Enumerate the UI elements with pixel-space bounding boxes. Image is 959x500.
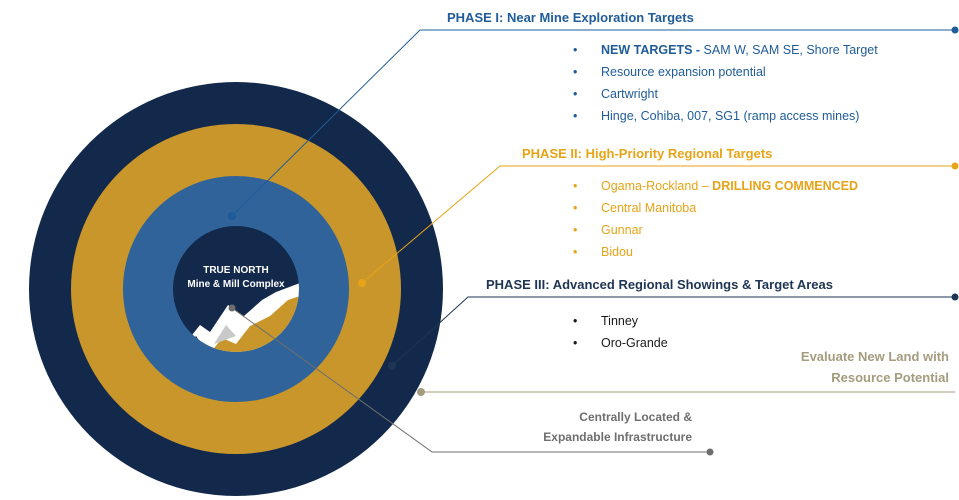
phase1-item-text: SAM W, SAM SE, Shore Target (700, 43, 878, 57)
center-label: TRUE NORTH Mine & Mill Complex (180, 264, 292, 292)
phase1-leader-end-dot (951, 26, 959, 34)
phase2-item-text: Central Manitoba (601, 201, 697, 215)
center-label-line1: TRUE NORTH (203, 265, 269, 276)
phase2-item-text: Bidou (601, 245, 633, 259)
phase1-item: • NEW TARGETS - SAM W, SAM SE, Shore Tar… (573, 39, 878, 61)
phase1-item: • Hinge, Cohiba, 007, SG1 (ramp access m… (573, 105, 878, 127)
phase3-item-text: Oro-Grande (601, 336, 668, 350)
phase2-item: • Central Manitoba (573, 197, 858, 219)
center-label-line2: Mine & Mill Complex (187, 279, 285, 290)
phase2-item-text: Gunnar (601, 223, 643, 237)
target-rings (29, 82, 443, 496)
land-potential-note: Evaluate New Land with Resource Potentia… (801, 346, 949, 388)
phase1-item-text: Cartwright (601, 87, 658, 101)
infra-note-line2: Expandable Infrastructure (543, 430, 692, 444)
phase3-leader-end-dot (951, 293, 959, 301)
phase3-item: • Tinney (573, 310, 668, 332)
infra-leader-dot (228, 304, 236, 312)
land-note-line1: Evaluate New Land with (800, 349, 949, 364)
phase1-list: • NEW TARGETS - SAM W, SAM SE, Shore Tar… (573, 39, 878, 127)
phase1-item: • Resource expansion potential (573, 61, 878, 83)
phase1-title: PHASE I: Near Mine Exploration Targets (447, 10, 694, 25)
phase1-item-text: Hinge, Cohiba, 007, SG1 (ramp access min… (601, 109, 860, 123)
phase1-leader-line (231, 29, 955, 217)
bullet-icon: • (573, 314, 578, 328)
bullet-icon: • (573, 223, 578, 237)
bullet-icon: • (573, 179, 578, 193)
phase2-leader-end-dot (951, 162, 959, 170)
infra-leader-end-dot (706, 448, 714, 456)
bullet-icon: • (573, 43, 578, 57)
infra-leader-line (231, 307, 710, 453)
bullet-icon: • (573, 65, 578, 79)
phase3-title: PHASE III: Advanced Regional Showings & … (486, 277, 833, 292)
phase3-list: • Tinney • Oro-Grande (573, 310, 668, 354)
infra-note-line1: Centrally Located & (579, 410, 692, 424)
phase3-item-text: Tinney (601, 314, 639, 328)
bullet-icon: • (573, 336, 578, 350)
phase2-leader-line (361, 165, 955, 284)
phase1-item: • Cartwright (573, 83, 878, 105)
infrastructure-note: Centrally Located & Expandable Infrastru… (500, 407, 692, 447)
bullet-icon: • (573, 245, 578, 259)
bullet-icon: • (573, 109, 578, 123)
land-note-line2: Resource Potential (831, 370, 949, 385)
phase2-leader-dot (358, 279, 366, 287)
phase1-item-text: Resource expansion potential (601, 65, 766, 79)
leader-lines (228, 26, 959, 456)
phase2-item: • Bidou (573, 241, 858, 263)
phase1-leader-dot (228, 212, 236, 220)
bullet-icon: • (573, 201, 578, 215)
phase3-item: • Oro-Grande (573, 332, 668, 354)
land-leader-dot (417, 388, 425, 396)
phase1-item-strong: NEW TARGETS - (601, 43, 701, 57)
phase2-item-text: Ogama-Rockland – (601, 179, 713, 193)
phase3-leader-dot (388, 362, 396, 370)
phase2-item: • Ogama-Rockland – DRILLING COMMENCED (573, 175, 858, 197)
phase2-item: • Gunnar (573, 219, 858, 241)
phase2-item-strong: DRILLING COMMENCED (712, 179, 858, 193)
phase2-list: • Ogama-Rockland – DRILLING COMMENCED • … (573, 175, 858, 263)
phase2-title: PHASE II: High-Priority Regional Targets (522, 146, 773, 161)
phase3-leader-line (391, 296, 955, 367)
bullet-icon: • (573, 87, 578, 101)
